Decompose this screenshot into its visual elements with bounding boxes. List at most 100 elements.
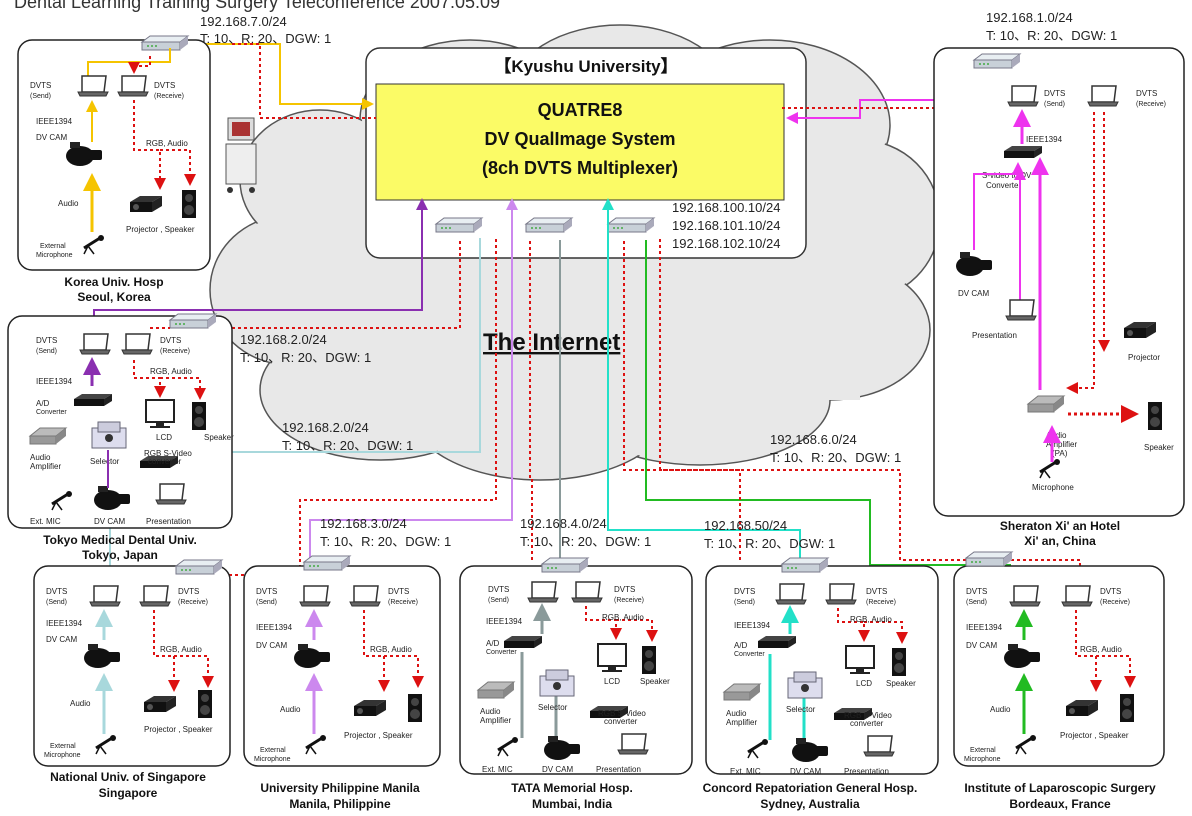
label-recv: (Receive)	[160, 348, 190, 355]
label-rgb-audio: RGB, Audio	[1080, 645, 1122, 654]
label-dvts-send: DVTS	[1044, 89, 1065, 98]
label-dvts-recv: DVTS	[160, 336, 181, 345]
link-ip-france: 192.168.6.0/24	[770, 432, 857, 447]
site-location-china: Xi' an, China	[1024, 534, 1096, 548]
hub-router-2-icon	[525, 217, 573, 233]
site-name-korea: Korea Univ. Hosp	[64, 275, 163, 289]
label-audio-amp: Audio	[1046, 431, 1067, 440]
label-selector: Selector	[538, 703, 568, 712]
label-ieee: IEEE1394	[966, 623, 1003, 632]
hub-router-1-icon	[435, 217, 483, 233]
label-audio: Audio	[58, 199, 79, 208]
presentation-laptop-icon	[155, 483, 187, 505]
router-icon	[973, 53, 1021, 69]
label-presentation: Presentation	[972, 331, 1017, 340]
label-send: (Send)	[30, 93, 51, 100]
label-send: (Send)	[966, 599, 987, 606]
speaker-icon	[892, 648, 906, 676]
quatre8-system-box	[375, 83, 785, 201]
label-dvts-recv: DVTS	[178, 587, 199, 596]
label-audio-amp: Audio	[480, 707, 501, 716]
router-icon	[175, 559, 223, 575]
link-params-france: T: 10、R: 20、DGW: 1	[770, 450, 901, 465]
label-selector: Selector	[786, 705, 816, 714]
link-ip-korea: 192.168.7.0/24	[200, 14, 287, 29]
label-av-conv-2: Converter	[36, 409, 67, 416]
label-projector: Projector	[1128, 353, 1160, 362]
label-rgb-audio: RGB, Audio	[160, 645, 202, 654]
label-dvts-send: DVTS	[966, 587, 987, 596]
site-location-tokyo: Tokyo, Japan	[82, 548, 158, 562]
router-icon	[965, 551, 1013, 567]
router-icon	[781, 557, 829, 573]
dvts-send-laptop-icon	[299, 585, 331, 607]
label-ext-mic: External	[260, 747, 286, 754]
label-selector: Selector	[90, 457, 120, 466]
site-france: DVTS (Send) DVTS (Receive) IEEE1394 DV C…	[953, 551, 1165, 811]
label-recv: (Receive)	[154, 93, 184, 100]
hub-ip-3: 192.168.102.10/24	[672, 236, 780, 251]
label-presentation: Presentation	[146, 517, 191, 526]
label-ieee: IEEE1394	[36, 377, 73, 386]
label-dvts-recv: DVTS	[1100, 587, 1121, 596]
speaker-icon	[192, 402, 206, 430]
label-dvcam: DV CAM	[46, 635, 77, 644]
site-name-sydney: Concord Repatoriation General Hosp.	[703, 781, 918, 795]
label-send: (Send)	[46, 599, 67, 606]
presentation-laptop-icon	[1005, 299, 1037, 321]
presentation-laptop-icon	[863, 735, 895, 757]
label-av-conv: A/D	[36, 399, 50, 408]
label-rgb-svideo: RGB S-Video	[144, 449, 192, 458]
label-dvts-recv: DVTS	[154, 81, 175, 90]
label-ext-mic-2: Microphone	[964, 756, 1001, 763]
label-svideo-dv: S-video to DV	[982, 171, 1032, 180]
label-dvcam: DV CAM	[790, 767, 821, 776]
dvts-receive-laptop-icon	[349, 585, 381, 607]
label-ieee: IEEE1394	[486, 617, 523, 626]
system-line3: (8ch DVTS Multiplexer)	[482, 158, 678, 178]
site-sydney: 192.168.50/24 T: 10、R: 20、DGW: 1 DVTS (S…	[703, 518, 939, 811]
label-recv: (Receive)	[614, 597, 644, 604]
site-box-france	[953, 565, 1165, 767]
site-manila: 192.168.3.0/24 T: 10、R: 20、DGW: 1 DVTS (…	[243, 516, 451, 811]
label-proj-spk: Projector , Speaker	[344, 731, 413, 740]
label-ext-mic-2: Microphone	[254, 756, 291, 763]
label-recv: (Receive)	[1100, 599, 1130, 606]
dvts-send-laptop-icon	[527, 581, 559, 603]
label-dvts-send: DVTS	[488, 585, 509, 594]
label-send: (Send)	[734, 599, 755, 606]
dvts-receive-laptop-icon	[1087, 85, 1119, 107]
link-params-korea: T: 10、R: 20、DGW: 1	[200, 31, 331, 46]
site-box-singapore	[33, 565, 231, 767]
system-title: QUATRE8	[538, 100, 623, 120]
label-av-conv: A/D	[486, 639, 500, 648]
label-audio: Audio	[280, 705, 301, 714]
site-location-korea: Seoul, Korea	[77, 290, 151, 304]
label-ext-mic: External	[40, 243, 66, 250]
site-korea: 192.168.7.0/24 T: 10、R: 20、DGW: 1 DVTS (…	[17, 14, 331, 304]
label-ext-mic-2: Microphone	[44, 752, 81, 759]
label-svideo-dv-2: Converter	[986, 181, 1021, 190]
label-speaker: Speaker	[640, 677, 670, 686]
speaker-icon	[408, 694, 422, 722]
av-converter-icon	[758, 636, 796, 648]
label-send: (Send)	[488, 597, 509, 604]
av-converter-icon	[74, 394, 112, 406]
dvts-receive-laptop-icon	[121, 333, 153, 355]
label-audio-amp-2: Amplifier	[480, 716, 511, 725]
label-dvcam: DV CAM	[542, 765, 573, 774]
site-china: 192.168.1.0/24 T: 10、R: 20、DGW: 1 DVTS (…	[933, 10, 1185, 548]
speaker-icon	[182, 190, 196, 218]
link-params-sydney: T: 10、R: 20、DGW: 1	[704, 536, 835, 551]
label-send: (Send)	[1044, 101, 1065, 108]
dvts-send-laptop-icon	[1007, 85, 1039, 107]
label-dvts-recv: DVTS	[614, 585, 635, 594]
site-tokyo: 192.168.2.0/24 T: 10、R: 20、DGW: 1 DVTS (…	[7, 313, 371, 562]
label-dvts-send: DVTS	[734, 587, 755, 596]
label-audio-amp-2: Amplifier	[726, 718, 757, 727]
label-dvcam: DV CAM	[36, 133, 67, 142]
hub-label: 【Kyushu University】	[494, 56, 677, 76]
label-audio: Audio	[70, 699, 91, 708]
label-ieee: IEEE1394	[256, 623, 293, 632]
link-params-china: T: 10、R: 20、DGW: 1	[986, 28, 1117, 43]
